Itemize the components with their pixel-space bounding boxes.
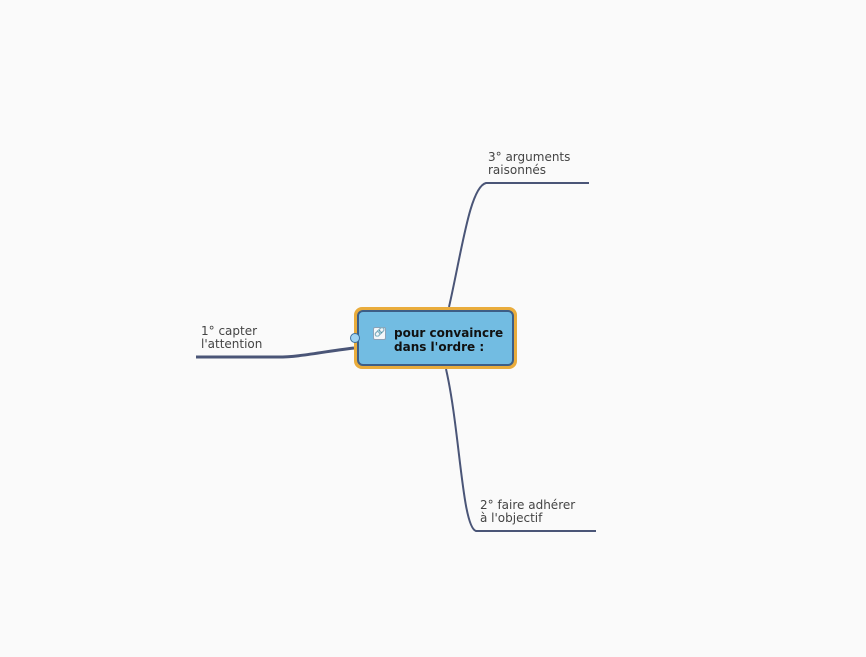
central-topic-node[interactable]: 🔗 pour convaincre dans l'ordre : <box>354 307 517 369</box>
branch-topic-adherer[interactable]: 2° faire adhérer à l'objectif <box>480 498 576 525</box>
central-topic-body[interactable]: 🔗 pour convaincre dans l'ordre : <box>357 310 514 366</box>
branch-topic-arguments[interactable]: 3° arguments raisonnés <box>488 150 571 177</box>
central-topic-text: pour convaincre dans l'ordre : <box>394 326 504 354</box>
connector-top <box>448 182 589 308</box>
connector-left <box>196 346 355 359</box>
branch-topic-attention[interactable]: 1° capter l'attention <box>201 324 263 351</box>
link-icon[interactable]: 🔗 <box>373 327 386 340</box>
collapse-handle[interactable] <box>350 333 360 343</box>
connector-bottom <box>445 368 596 532</box>
